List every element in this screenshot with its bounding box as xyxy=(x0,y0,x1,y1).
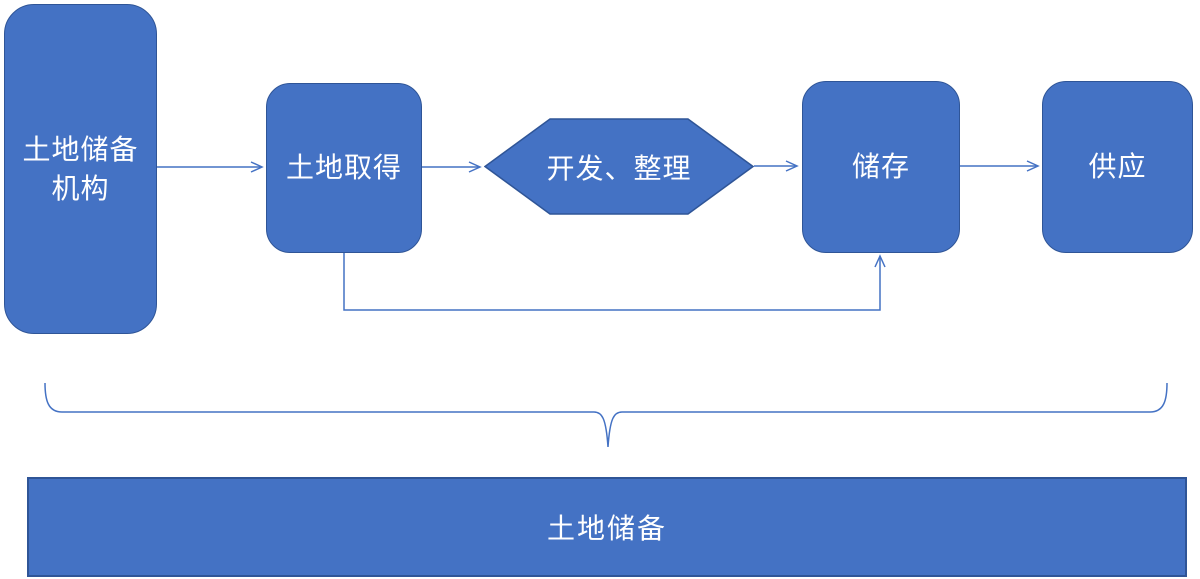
arrowhead-agency-to-acquisition-icon xyxy=(250,161,264,173)
banner-land-reserve: 土地储备 xyxy=(27,477,1187,577)
node-supply: 供应 xyxy=(1042,81,1193,253)
arrowhead-acquisition-to-development-icon xyxy=(468,161,482,173)
arrowhead-storage-to-supply-icon xyxy=(1026,160,1040,172)
node-supply-label: 供应 xyxy=(1088,151,1147,183)
hexagon-shape-icon xyxy=(484,118,754,215)
connector-acquisition-to-storage-feedback xyxy=(343,253,881,311)
node-land-reserve-agency-label-line1: 土地储备 xyxy=(22,133,139,165)
arrowhead-development-to-storage-icon xyxy=(785,160,799,172)
node-development-consolidation-label: 开发、整理 xyxy=(546,152,692,184)
node-land-reserve-agency-label-line2: 机构 xyxy=(51,173,110,204)
node-land-acquisition-label: 土地取得 xyxy=(285,152,402,184)
node-land-reserve-agency: 土地储备 机构 xyxy=(4,4,157,334)
node-development-consolidation-hexagon: 开发、整理 xyxy=(484,118,754,215)
brace-icon xyxy=(44,382,1168,448)
banner-land-reserve-label: 土地储备 xyxy=(546,513,667,544)
node-storage: 储存 xyxy=(802,81,960,253)
node-storage-label: 储存 xyxy=(851,151,910,183)
arrowhead-feedback-up-icon xyxy=(874,254,886,268)
node-land-acquisition: 土地取得 xyxy=(266,83,422,253)
